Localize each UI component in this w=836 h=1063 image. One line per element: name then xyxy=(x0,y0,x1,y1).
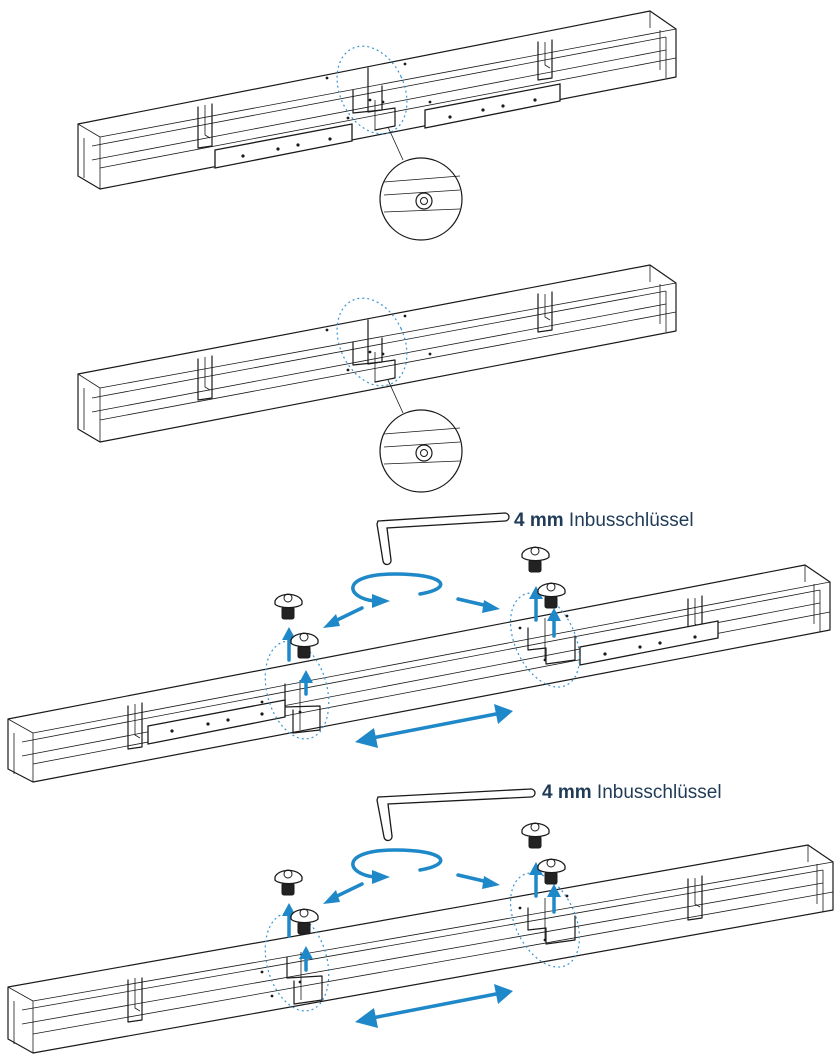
bolt-icon xyxy=(274,869,303,896)
hex-key-icon xyxy=(376,512,510,566)
slide-arrow-icon xyxy=(355,984,513,1028)
tool-label-step-3: 4 mm Inbusschlüssel xyxy=(514,510,694,532)
hex-key-icon xyxy=(376,788,536,842)
tool-label-step-4: 4 mm Inbusschlüssel xyxy=(542,782,722,804)
bolt-icon xyxy=(537,858,566,885)
rotate-arrow-icon xyxy=(351,572,443,608)
bolt-icon xyxy=(521,822,550,849)
magnifier-detail-icon xyxy=(379,409,463,493)
tool-name: Inbusschlüssel xyxy=(596,782,722,803)
bolt-icon xyxy=(290,632,319,659)
direction-arrows xyxy=(282,586,561,696)
direction-arrows xyxy=(282,862,561,972)
slide-arrow-icon xyxy=(355,704,513,748)
magnifier-detail-icon xyxy=(379,157,463,241)
step-2-frame xyxy=(77,264,677,493)
bolt-icon xyxy=(537,582,566,609)
bolt-icon xyxy=(290,908,319,935)
tool-name: Inbusschlüssel xyxy=(568,510,694,531)
rotate-arrow-icon xyxy=(351,848,443,884)
tool-size: 4 mm xyxy=(514,510,564,531)
step-1-frame xyxy=(77,10,677,241)
tool-size: 4 mm xyxy=(542,782,592,803)
bolt-icon xyxy=(274,593,303,620)
bolt-icon xyxy=(521,546,550,573)
step-4-frame xyxy=(7,844,834,1054)
step-3-frame xyxy=(7,564,831,783)
